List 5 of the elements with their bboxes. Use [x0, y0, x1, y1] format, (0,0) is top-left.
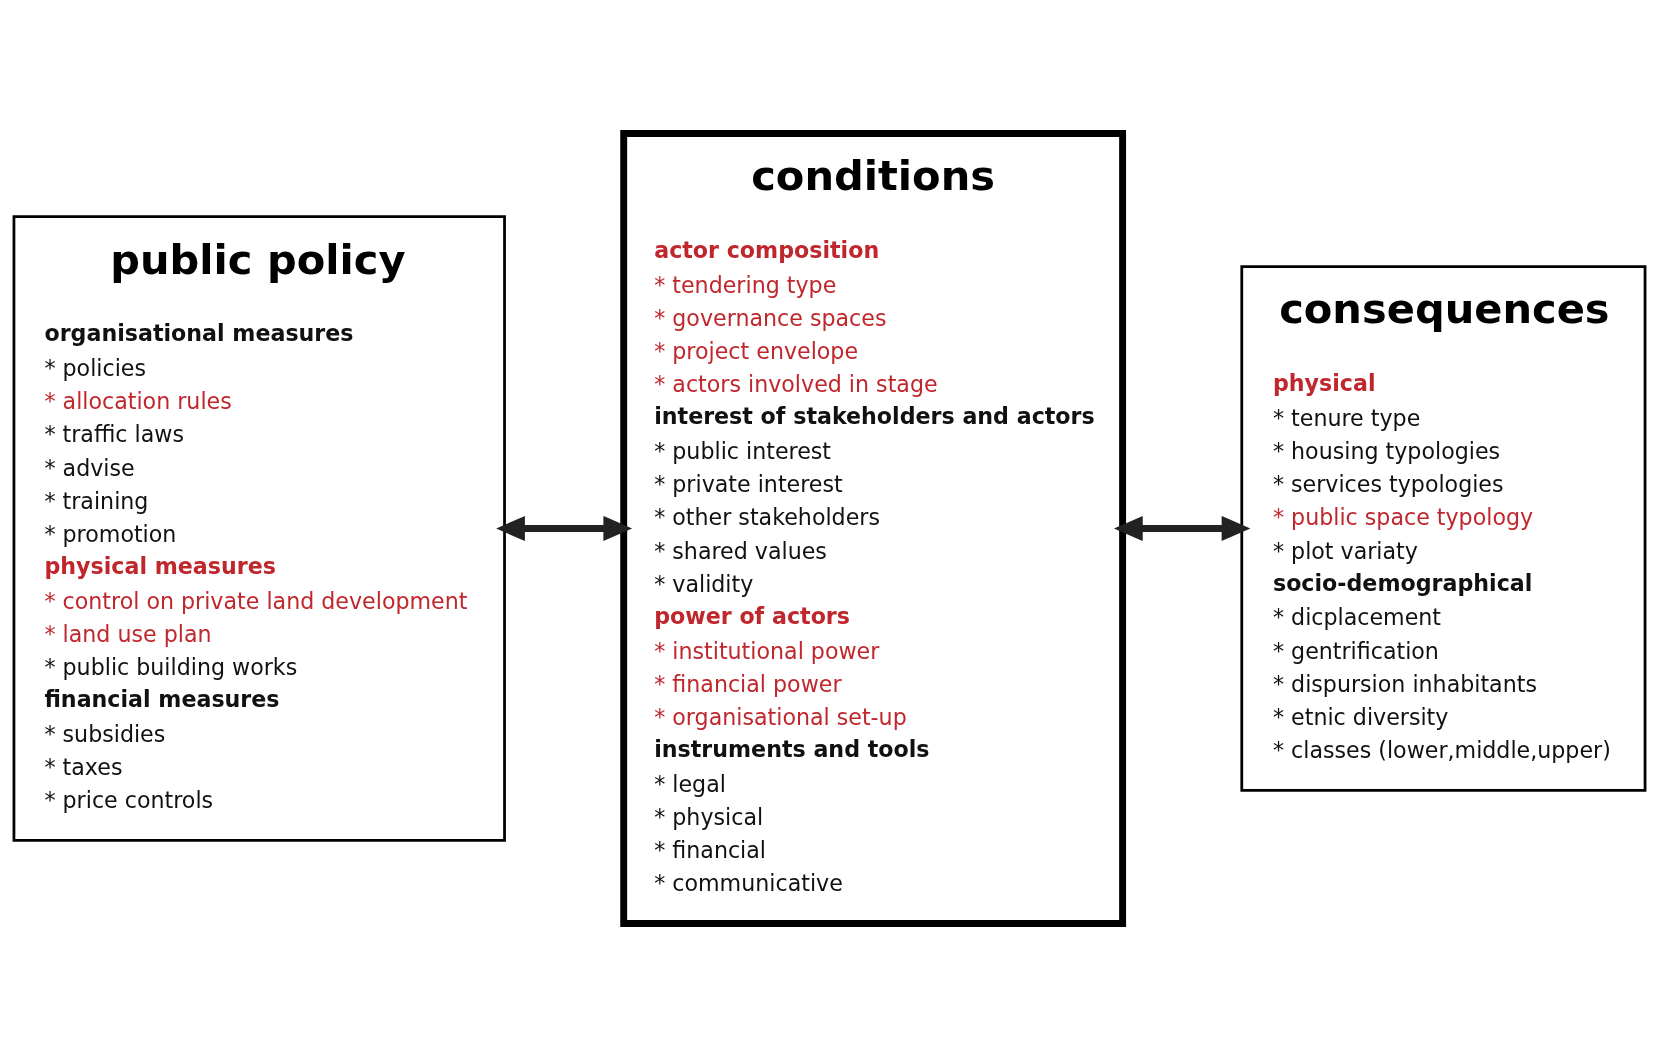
- node-box: public policy organisational measures * policies * allocation rules * traffic laws * advise * training * promotion physical measures * control on private land development * land use plan * public building works financial measures * subsidies * taxes * price controls: [12, 215, 506, 842]
- node-box: conditions actor composition * tendering type * governance spaces * project envelope * actors involved in stage interest of stakeholders and actors * public interest * private interest * other stakeholders * shared values * validity power of actors * institutional power * financial power * organisational set-up instruments and tools * legal * physical * financial * communicative: [620, 130, 1127, 927]
- arrow: [496, 515, 633, 542]
- node-box: consequences physical * tenure type * housing typologies * services typologies * public space typology * plot variaty socio-demographical * dicplacement * gentrification * dispursion inhabitants * etnic diversity * classes (lower,middle,upper): [1240, 265, 1647, 792]
- arrow: [1114, 515, 1251, 542]
